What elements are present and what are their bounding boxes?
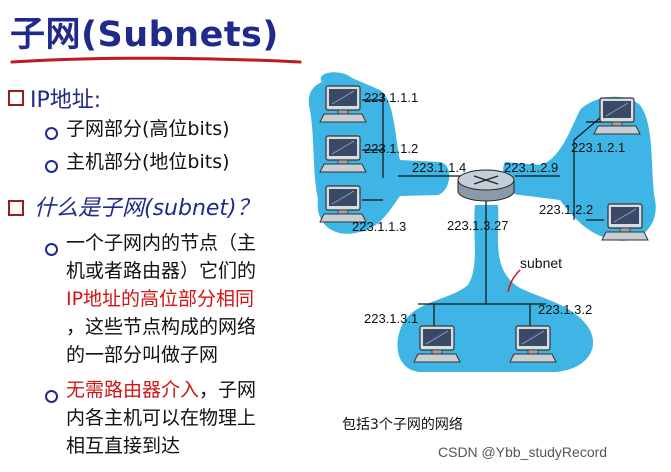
- square-bullet-icon: [8, 200, 24, 216]
- page-title: 子网(Subnets): [10, 15, 279, 55]
- router-icon: [457, 169, 515, 202]
- circle-bullet-icon: [45, 160, 58, 173]
- ip-label-223-1-1-2: 223.1.1.2: [364, 141, 419, 156]
- bullet-ip-address: IP地址:: [30, 88, 102, 113]
- ip-label-223-1-1-1: 223.1.1.1: [364, 90, 419, 105]
- square-bullet-icon: [8, 90, 24, 106]
- subnet-definition-line-4: ，这些节点构成的网络: [66, 316, 257, 338]
- watermark: CSDN @Ybb_studyRecord: [438, 444, 608, 460]
- circle-bullet-icon: [45, 243, 58, 256]
- ip-label-223-1-1-3: 223.1.1.3: [352, 219, 407, 234]
- ip-label-223-1-2-9: 223.1.2.9: [504, 160, 559, 175]
- ip-label-223-1-3-2: 223.1.3.2: [538, 302, 593, 317]
- ip-label-223-1-3-27: 223.1.3.27: [447, 218, 509, 233]
- no-router-line-3: 相互直接到达: [66, 435, 181, 457]
- ip-label-223-1-2-1: 223.1.2.1: [571, 140, 626, 155]
- circle-bullet-icon: [45, 390, 58, 403]
- host-icon: [593, 97, 641, 135]
- host-icon: [319, 185, 367, 223]
- subnet-pointer-arrow: [507, 269, 521, 293]
- no-router-highlight: 无需路由器介入: [66, 379, 200, 401]
- host-icon: [413, 325, 461, 363]
- subnet-definition-line-1: 一个子网内的节点（主: [66, 232, 257, 254]
- circle-bullet-icon: [45, 127, 58, 140]
- no-router-line-1: 无需路由器介入，子网: [66, 376, 256, 404]
- subnet-label: subnet: [520, 255, 563, 271]
- host-icon: [319, 85, 367, 123]
- subnet-definition-line-2: 机或者路由器）它们的: [66, 260, 257, 282]
- no-router-line-2: 内各主机可以在物理上: [66, 407, 257, 429]
- ip-label-223-1-1-4: 223.1.1.4: [412, 160, 467, 175]
- sub-bullet-network-part: 子网部分(高位bits): [66, 118, 230, 140]
- no-router-rest: ，子网: [199, 379, 257, 401]
- subnet-definition-line-5: 的一部分叫做子网: [66, 344, 219, 366]
- sub-bullet-host-part: 主机部分(地位bits): [66, 151, 230, 173]
- host-icon: [509, 325, 557, 363]
- bullet-what-is-subnet: 什么是子网(subnet)？: [34, 196, 259, 221]
- subnet-definition-line-3: IP地址的高位部分相同: [66, 288, 255, 310]
- diagram-caption: 包括3个子网的网络: [342, 417, 463, 433]
- host-icon: [601, 203, 649, 241]
- ip-label-223-1-2-2: 223.1.2.2: [539, 202, 594, 217]
- host-icon: [319, 135, 367, 173]
- ip-label-223-1-3-1: 223.1.3.1: [364, 311, 419, 326]
